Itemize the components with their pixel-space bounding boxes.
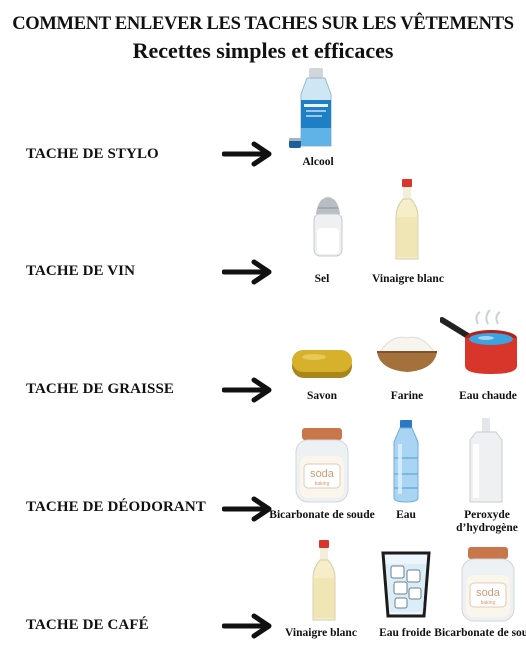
arrow-right-icon <box>222 496 272 522</box>
page-title: COMMENT ENLEVER LES TACHES SUR LES VÊTEM… <box>12 14 514 34</box>
svg-text:baking: baking <box>481 600 496 606</box>
soap-bar-icon <box>292 350 352 378</box>
peroxide-bottle-icon <box>469 418 503 503</box>
vinegar-bottle-icon <box>312 540 336 621</box>
stain-label-wine: TACHE DE VIN <box>26 263 135 279</box>
hot-water-pot-icon <box>440 309 517 374</box>
vinegar-bottle-icon <box>395 179 419 260</box>
alcohol-bottle-icon <box>289 68 332 148</box>
water-bottle-icon <box>393 420 419 503</box>
arrow-right-icon <box>222 141 272 167</box>
stain-label-pen: TACHE DE STYLO <box>26 146 159 162</box>
arrow-right-icon <box>222 377 272 403</box>
svg-text:baking: baking <box>315 481 330 487</box>
remedy-label-peroxyde: Peroxyde d’hydrogène <box>456 509 518 534</box>
remedy-label-vinaigre-blanc: Vinaigre blanc <box>285 627 357 639</box>
remedy-label-sel: Sel <box>314 273 330 285</box>
salt-shaker-icon <box>313 197 343 257</box>
flour-bowl-icon <box>377 336 437 372</box>
remedy-label-bicarbonate: Bicarbonate de soude <box>269 509 375 521</box>
stain-label-grease: TACHE DE GRAISSE <box>26 381 175 397</box>
svg-text:soda: soda <box>476 587 501 599</box>
page-subtitle: Recettes simples et efficaces <box>132 38 394 63</box>
remedy-label-eau: Eau <box>396 509 416 521</box>
remedy-label-farine: Farine <box>390 390 424 402</box>
remedy-label-vinaigre: Vinaigre blanc <box>372 273 444 285</box>
arrow-right-icon <box>222 613 272 639</box>
remedy-label-eau-froide: Eau froide <box>379 627 431 639</box>
ice-water-glass-icon <box>381 551 431 618</box>
baking-soda-jar-icon: soda baking <box>461 547 515 622</box>
svg-text:soda: soda <box>310 468 335 480</box>
remedy-label-eau-chaude: Eau chaude <box>459 390 517 402</box>
remedy-label-alcool: Alcool <box>302 156 334 168</box>
remedy-label-bicarbonate-de-soude: Bicarbonate de soude <box>434 627 526 639</box>
stain-label-coffee: TACHE DE CAFÉ <box>26 617 149 633</box>
remedy-label-savon: Savon <box>306 390 338 402</box>
stain-label-deodorant: TACHE DE DÉODORANT <box>26 499 206 515</box>
arrow-right-icon <box>222 259 272 285</box>
baking-soda-jar-icon: soda baking <box>295 428 349 503</box>
